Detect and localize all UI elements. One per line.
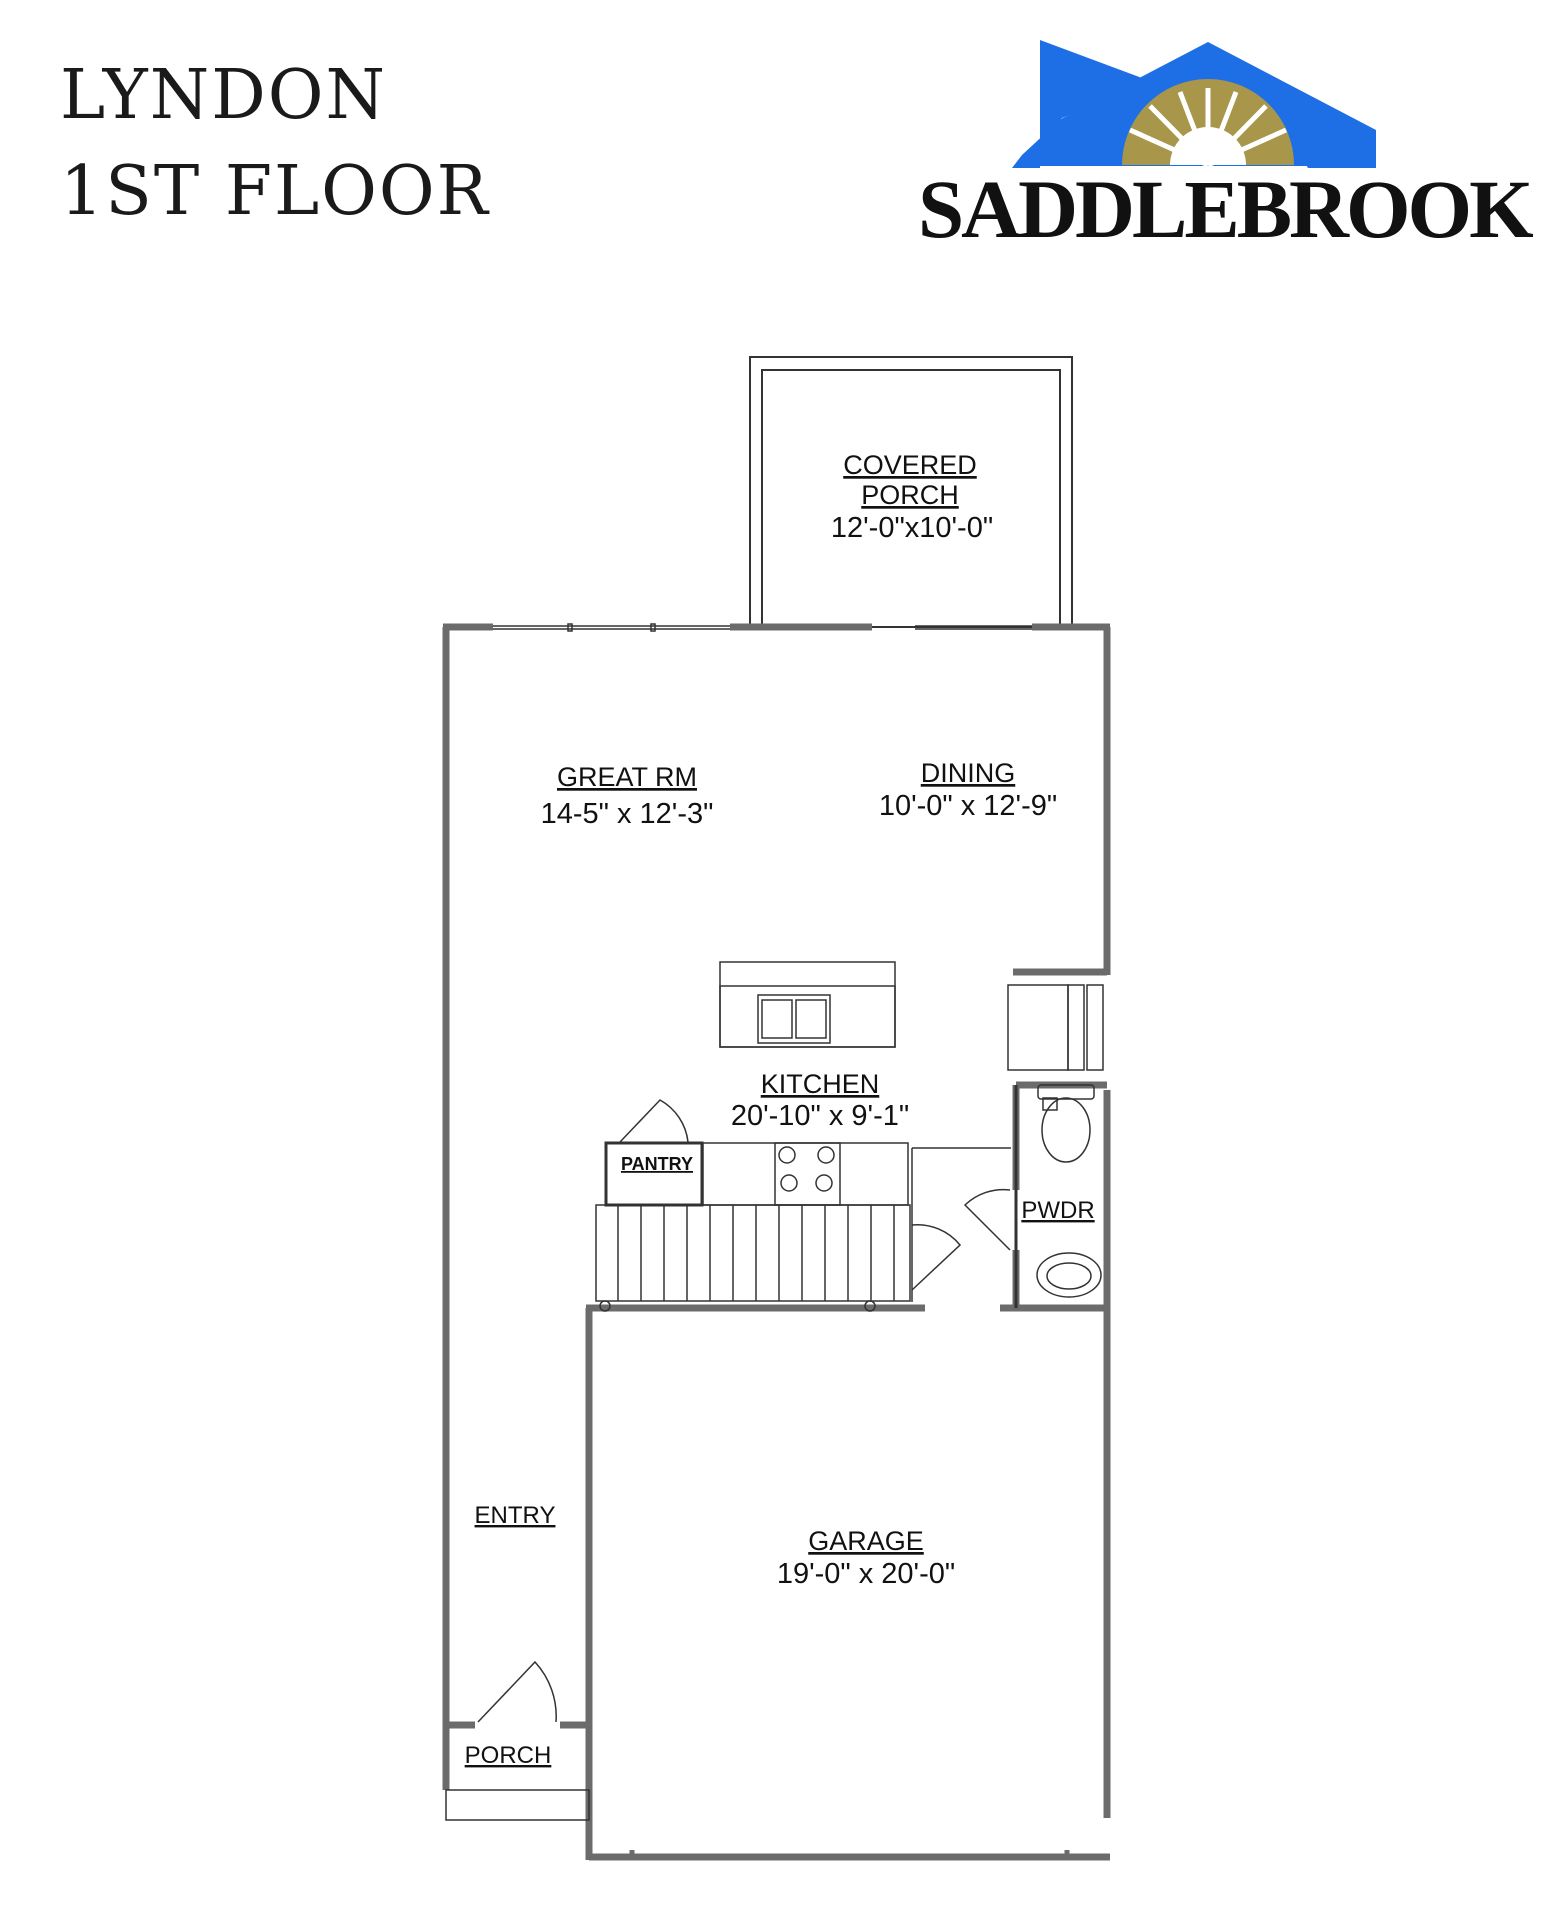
rear-openings xyxy=(493,623,1032,632)
hall-doors xyxy=(911,1147,1011,1302)
label-kitchen: KITCHEN xyxy=(761,1069,880,1099)
dims-dining: 10'-0" x 12'-9" xyxy=(879,790,1057,822)
logo-wordmark: SADDLEBROOK xyxy=(918,163,1534,255)
covered-porch-outline xyxy=(749,356,1073,628)
dims-garage: 19'-0" x 20'-0" xyxy=(777,1558,955,1590)
label-entry: ENTRY xyxy=(475,1502,556,1529)
burner-4 xyxy=(815,1174,833,1192)
plan-title-name: LYNDON xyxy=(60,56,387,135)
label-pantry: PANTRY xyxy=(621,1154,693,1174)
pantry xyxy=(604,1099,704,1207)
saddlebrook-logo xyxy=(1012,40,1376,168)
label-great-rm: GREAT RM xyxy=(557,762,697,792)
kitchen-island xyxy=(719,961,896,1048)
burner-2 xyxy=(817,1146,835,1164)
label-covered-porch-2: PORCH xyxy=(861,480,959,510)
burner-1 xyxy=(778,1146,796,1164)
dims-covered-porch: 12'-0"x10'-0" xyxy=(831,512,993,544)
sink xyxy=(1036,1252,1102,1298)
toilet xyxy=(1041,1097,1091,1163)
label-covered-porch-1: COVERED xyxy=(843,450,977,480)
label-dining: DINING xyxy=(921,758,1016,788)
stairs xyxy=(595,1204,911,1312)
front-porch xyxy=(445,1789,590,1821)
burner-3 xyxy=(780,1174,798,1192)
plan-title-floor: 1ST FLOOR xyxy=(60,152,490,231)
entry-door xyxy=(477,1660,557,1723)
refrigerator xyxy=(1007,984,1104,1071)
dims-great-rm: 14-5" x 12'-3" xyxy=(541,798,714,830)
label-pwdr: PWDR xyxy=(1021,1197,1094,1224)
walls xyxy=(442,623,1111,1861)
powder-room xyxy=(1014,1084,1102,1308)
kitchen-counter xyxy=(702,1142,909,1206)
garage-door xyxy=(629,1850,1070,1860)
label-garage: GARAGE xyxy=(808,1526,924,1556)
dims-kitchen: 20'-10" x 9'-1" xyxy=(731,1100,909,1132)
label-porch: PORCH xyxy=(465,1742,552,1769)
